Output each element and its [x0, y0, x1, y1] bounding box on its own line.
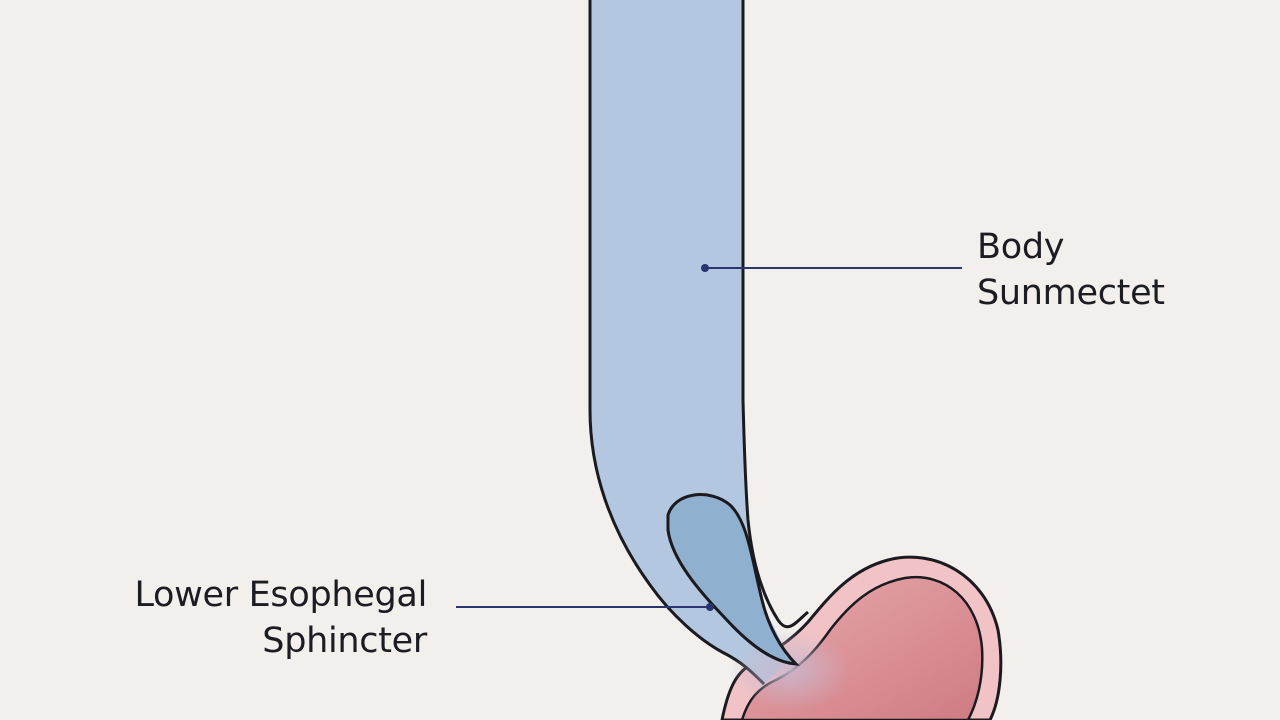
body-label-line2: Sunmectet	[977, 273, 1165, 313]
esophagus-right-wall	[741, 0, 809, 629]
sphincter-fold	[666, 493, 800, 666]
les-label-line2: Sphincter	[262, 621, 427, 661]
les-label-line1: Lower Esophegal	[134, 575, 427, 615]
body-label: Body Sunmectet	[977, 224, 1165, 316]
esophagus-tube	[590, 0, 790, 684]
les-pointer-dot	[706, 603, 714, 611]
body-label-line1: Body	[977, 227, 1065, 267]
lower-esophageal-sphincter-label: Lower Esophegal Sphincter	[134, 572, 427, 664]
